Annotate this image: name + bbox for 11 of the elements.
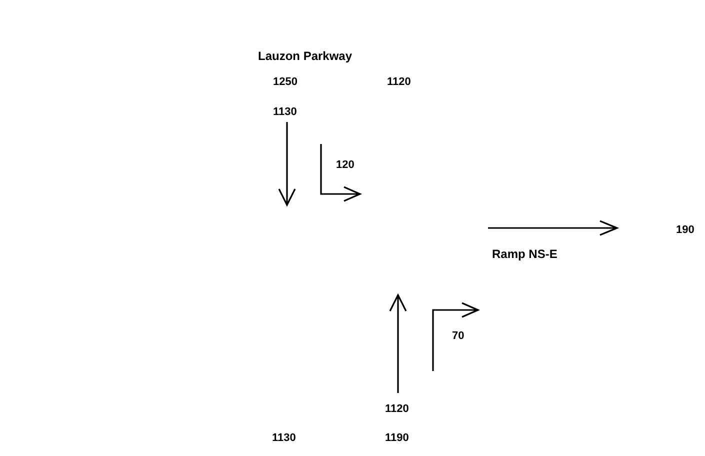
- traffic-volume: 1190: [385, 432, 409, 445]
- road-name: Ramp NS-E: [492, 248, 558, 261]
- traffic-volume: 70: [452, 330, 464, 343]
- road-name: Lauzon Parkway: [258, 50, 352, 63]
- traffic-volume: 1130: [272, 432, 296, 445]
- traffic-volume: 1130: [273, 106, 297, 119]
- traffic-volume: 190: [676, 224, 694, 237]
- traffic-volume: 1120: [385, 403, 409, 416]
- traffic-volume: 1250: [273, 76, 298, 89]
- traffic-volume: 1120: [387, 76, 411, 89]
- traffic-volume: 120: [336, 159, 354, 172]
